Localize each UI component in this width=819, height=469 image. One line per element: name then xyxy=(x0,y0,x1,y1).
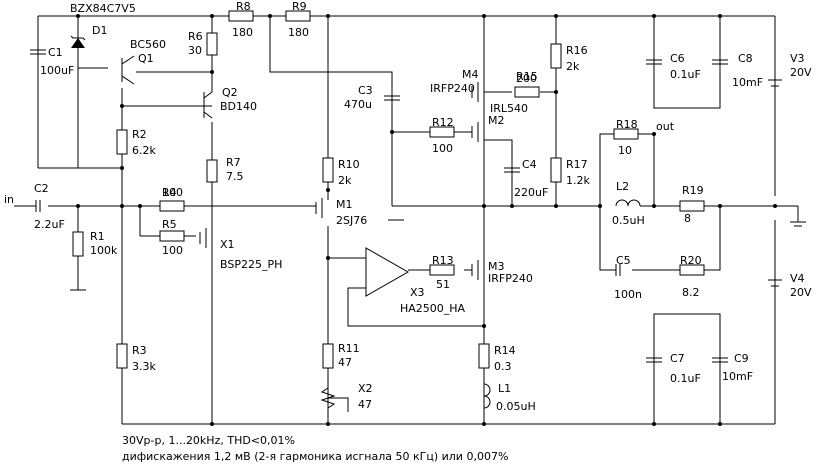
r14-name-label: R14 xyxy=(494,344,516,357)
v3-name-label: V3 xyxy=(790,52,805,65)
c1-value-label: 100uF xyxy=(40,64,74,77)
x3-name-label: X3 xyxy=(410,286,425,299)
note-line-2: дифискажения 1,2 мВ (2-я гармоника исгна… xyxy=(122,450,508,463)
l1-name-label: L1 xyxy=(498,382,511,395)
r13-name-label: R13 xyxy=(432,254,454,267)
c3-value-label: 470u xyxy=(344,98,372,111)
r6-value-label: 30 xyxy=(188,44,202,57)
r15-value-label: 200 xyxy=(516,72,537,85)
r9-name-label: R9 xyxy=(292,0,307,13)
q2-value-label: BD140 xyxy=(220,100,257,113)
r11-name-label: R11 xyxy=(338,342,360,355)
r5-name-label: R5 xyxy=(162,218,177,231)
r14-value-label: 0.3 xyxy=(494,360,512,373)
q2-name-label: Q2 xyxy=(222,86,238,99)
c1-name-label: C1 xyxy=(48,46,63,59)
r3-name-label: R3 xyxy=(132,344,147,357)
r17-name-label: R17 xyxy=(566,158,588,171)
r7-name-label: R7 xyxy=(226,156,241,169)
r8-value-label: 180 xyxy=(232,26,253,39)
r10-value-label: 2k xyxy=(338,174,352,187)
r1-value-label: 100k xyxy=(90,244,118,257)
r20-name-label: R20 xyxy=(680,254,702,267)
x2-value-label: 47 xyxy=(358,398,372,411)
r4-value-label: 100 xyxy=(162,186,183,199)
m3-value-label: IRFP240 xyxy=(488,272,533,285)
m3-name-label: M3 xyxy=(488,260,505,273)
r11-value-label: 47 xyxy=(338,356,352,369)
c9-value-label: 10mF xyxy=(722,370,753,383)
c6-value-label: 0.1uF xyxy=(670,68,701,81)
m1-name-label: M1 xyxy=(336,198,353,211)
l2-name-label: L2 xyxy=(616,180,629,193)
v4-value-label: 20V xyxy=(790,286,812,299)
q1-value-label: BC560 xyxy=(130,38,166,51)
c5-name-label: C5 xyxy=(616,254,631,267)
r8-name-label: R8 xyxy=(236,0,251,13)
net-label-in: in xyxy=(4,193,14,206)
x1-value-label: BSP225_PH xyxy=(220,258,282,271)
c2-name-label: C2 xyxy=(34,182,49,195)
r5-value-label: 100 xyxy=(162,244,183,257)
symbols xyxy=(30,10,806,426)
r16-name-label: R16 xyxy=(566,44,588,57)
r2-name-label: R2 xyxy=(132,128,147,141)
d1-value-label: BZX84C7V5 xyxy=(70,2,136,15)
r4-name-label: R4 xyxy=(162,186,177,199)
l2-value-label: 0.5uH xyxy=(612,214,645,227)
c5-value-label: 100n xyxy=(614,288,642,301)
r18-value-label: 10 xyxy=(618,144,632,157)
net-label-out: out xyxy=(656,120,675,133)
r15-name-label: R15 xyxy=(516,70,538,83)
r10-name-label: R10 xyxy=(338,158,360,171)
r7-value-label: 7.5 xyxy=(226,170,244,183)
c7-value-label: 0.1uF xyxy=(670,372,701,385)
c7-name-label: C7 xyxy=(670,352,685,365)
r13-value-label: 51 xyxy=(436,278,450,291)
m2-value-label: IRL540 xyxy=(490,102,528,115)
c4-name-label: C4 xyxy=(522,158,537,171)
c8-value-label: 10mF xyxy=(732,76,763,89)
r6-name-label: R6 xyxy=(188,30,203,43)
l1-value-label: 0.05uH xyxy=(496,400,536,413)
c2-value-label: 2.2uF xyxy=(34,218,65,231)
c4-value-label: 220uF xyxy=(514,186,548,199)
q1-name-label: Q1 xyxy=(138,52,154,65)
v3-value-label: 20V xyxy=(790,66,812,79)
x2-name-label: X2 xyxy=(358,382,373,395)
m4-name-label: M4 xyxy=(462,68,479,81)
r3-value-label: 3.3k xyxy=(132,360,156,373)
r9-value-label: 180 xyxy=(288,26,309,39)
m1-value-label: 2SJ76 xyxy=(336,214,367,227)
v4-name-label: V4 xyxy=(790,272,805,285)
note-line-1: 30Vp-p, 1...20kHz, THD<0,01% xyxy=(122,434,295,447)
c8-name-label: C8 xyxy=(738,52,753,65)
d1-name-label: D1 xyxy=(92,24,107,37)
r18-name-label: R18 xyxy=(616,118,638,131)
m4-value-label: IRFP240 xyxy=(430,82,475,95)
x3-value-label: HA2500_HA xyxy=(400,302,466,315)
x1-name-label: X1 xyxy=(220,238,235,251)
r1-name-label: R1 xyxy=(90,230,105,243)
c3-name-label: C3 xyxy=(358,84,373,97)
r12-value-label: 100 xyxy=(432,142,453,155)
r20-value-label: 8.2 xyxy=(682,286,700,299)
c6-name-label: C6 xyxy=(670,52,685,65)
r19-value-label: 8 xyxy=(684,212,691,225)
r12-name-label: R12 xyxy=(432,116,454,129)
r16-value-label: 2k xyxy=(566,60,580,73)
m2-name-label: M2 xyxy=(488,114,505,127)
r19-name-label: R19 xyxy=(682,184,704,197)
r2-value-label: 6.2k xyxy=(132,144,156,157)
r17-value-label: 1.2k xyxy=(566,174,590,187)
c9-name-label: C9 xyxy=(734,352,749,365)
